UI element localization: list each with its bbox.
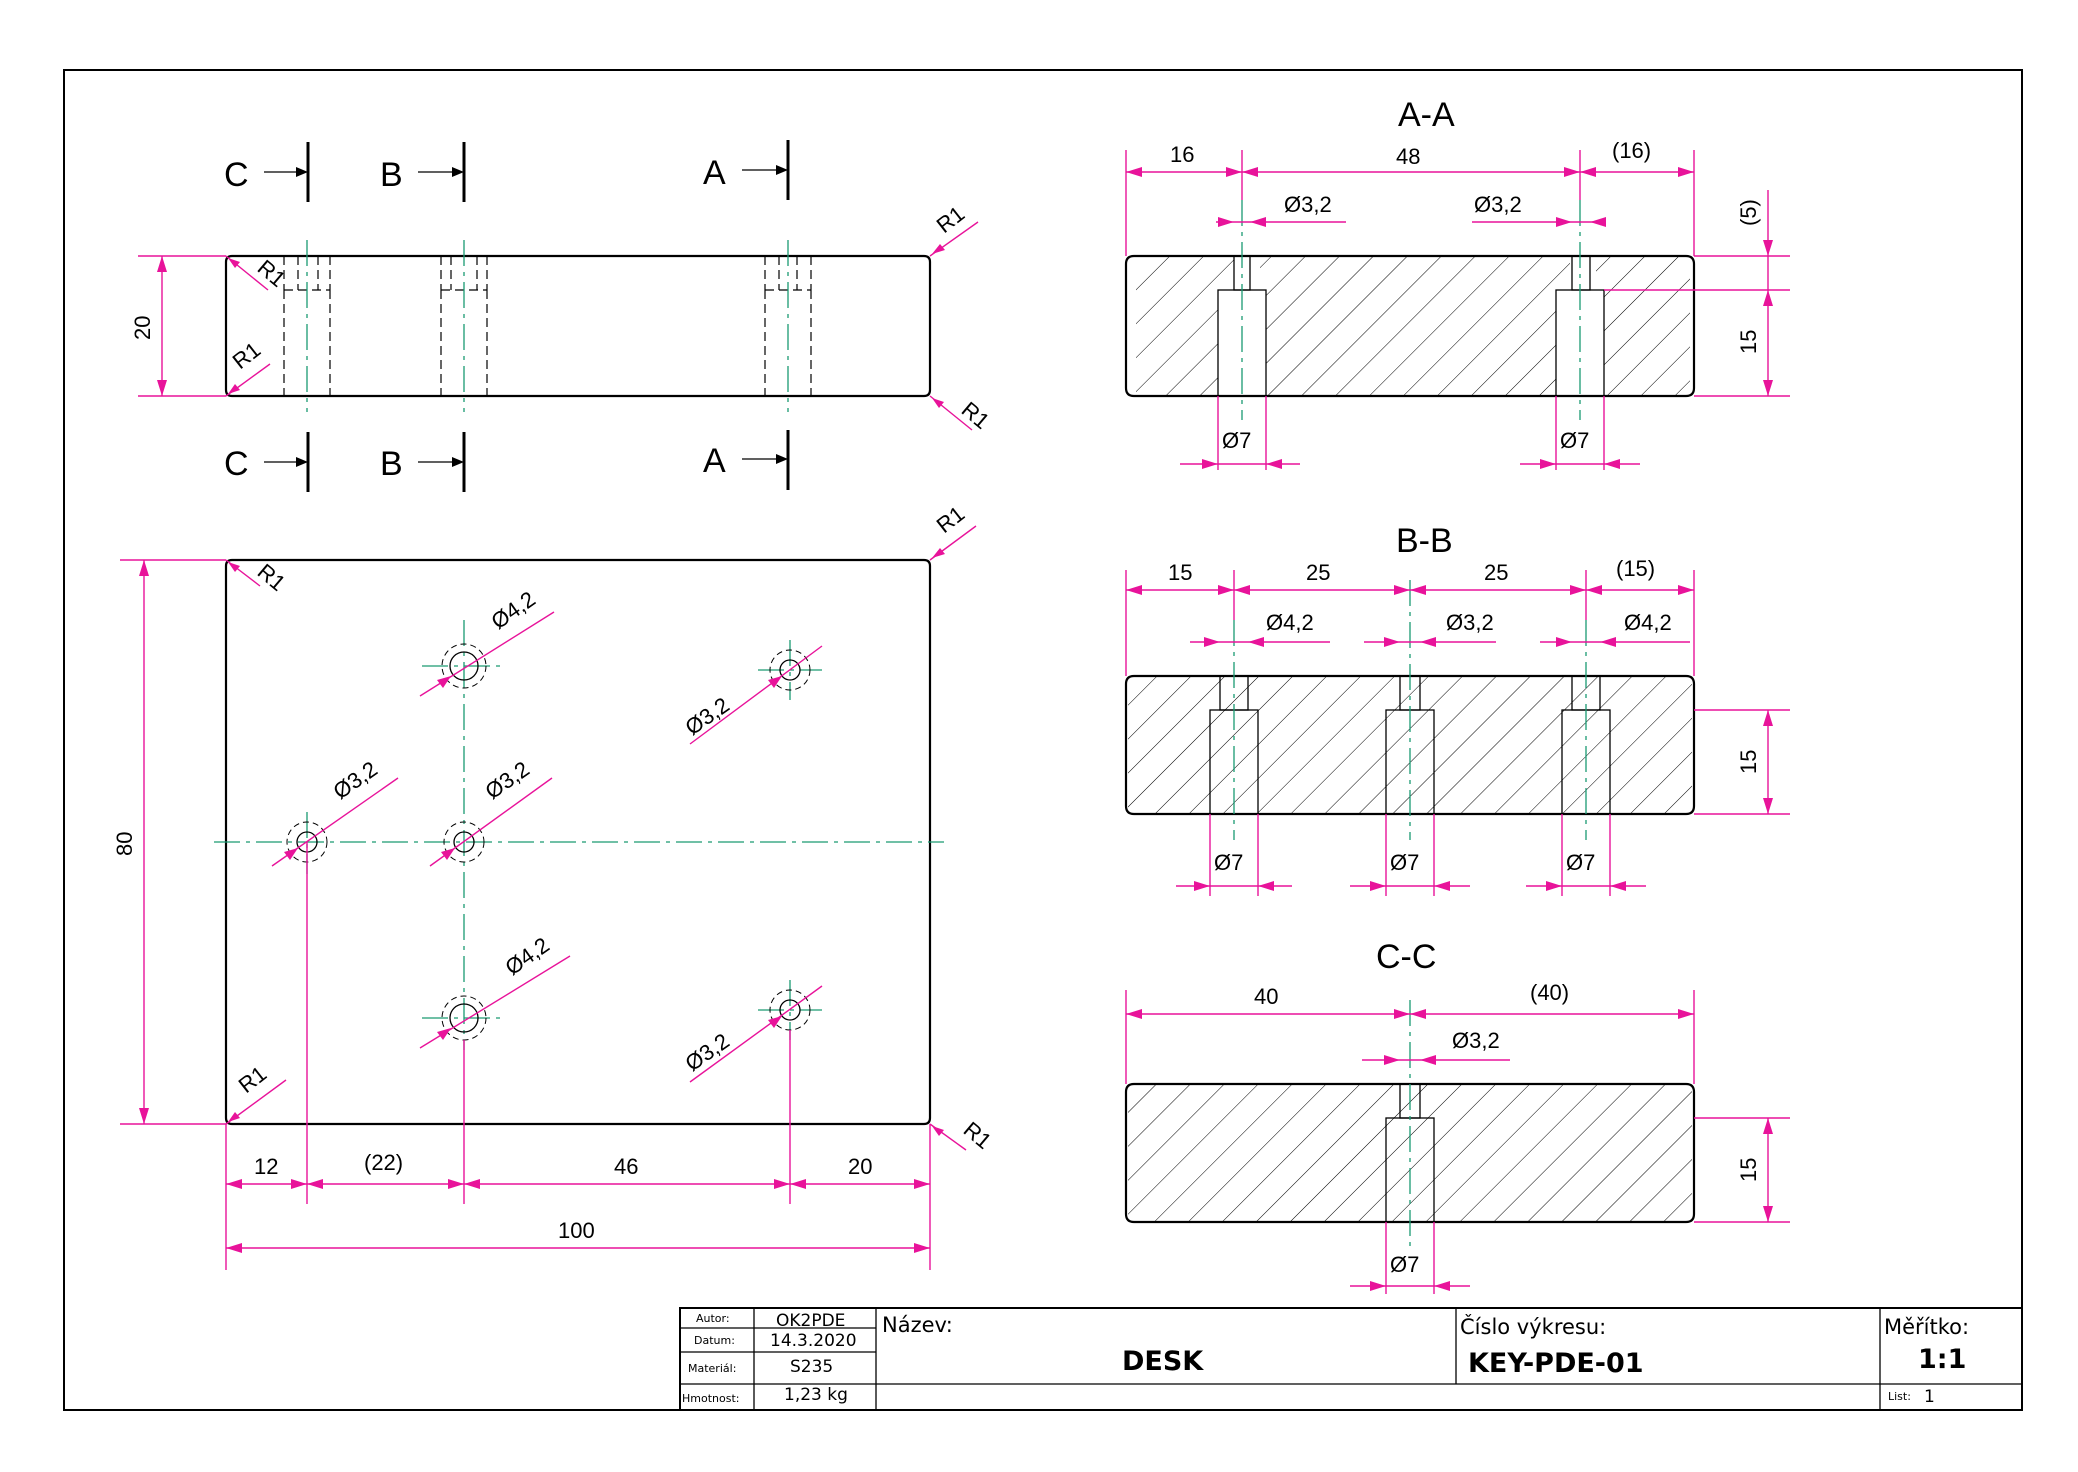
cut-marker-a-top: A — [703, 140, 790, 200]
material-label: Materiál: — [688, 1362, 736, 1375]
section-b-b-title: B-B — [1396, 522, 1453, 560]
svg-text:25: 25 — [1484, 560, 1508, 585]
svg-text:Ø4,2: Ø4,2 — [1266, 610, 1314, 635]
svg-text:80: 80 — [112, 832, 137, 856]
scale-value: 1:1 — [1918, 1344, 1966, 1375]
name-label: Název: — [882, 1313, 953, 1337]
svg-text:Ø7: Ø7 — [1390, 1252, 1419, 1277]
svg-text:25: 25 — [1306, 560, 1330, 585]
dim-cc: 40 (40) Ø3,2 15 Ø7 — [1125, 980, 1790, 1294]
svg-text:Ø7: Ø7 — [1214, 850, 1243, 875]
svg-text:R1: R1 — [234, 1061, 272, 1098]
svg-text:15: 15 — [1168, 560, 1192, 585]
svg-text:(5): (5) — [1736, 199, 1761, 226]
svg-text:15: 15 — [1736, 330, 1761, 354]
radius-callouts-top: R1 R1 R1 R1 — [225, 201, 995, 434]
svg-text:12: 12 — [254, 1154, 278, 1179]
svg-text:15: 15 — [1736, 750, 1761, 774]
svg-text:Ø3,2: Ø3,2 — [1284, 192, 1332, 217]
svg-text:48: 48 — [1396, 144, 1420, 169]
top-view: C B A C B A — [130, 140, 994, 492]
hole-callouts: Ø3,2 Ø3,2 Ø4,2 Ø4,2 Ø3,2 Ø3,2 — [271, 586, 823, 1083]
section-b-b: B-B 15 25 25 (15) — [1124, 522, 1790, 896]
drawing-no-value: KEY-PDE-01 — [1468, 1348, 1644, 1379]
sheet-value: 1 — [1924, 1387, 1935, 1407]
scale-label: Měřítko: — [1884, 1315, 1969, 1339]
section-a-a: A-A 16 48 (16) — [1124, 96, 1790, 470]
svg-text:Ø7: Ø7 — [1560, 428, 1589, 453]
svg-text:Ø7: Ø7 — [1390, 850, 1419, 875]
svg-text:15: 15 — [1736, 1158, 1761, 1182]
cut-marker-a-bottom: A — [703, 430, 790, 490]
dim-top-height: 20 — [130, 255, 226, 397]
svg-text:A: A — [703, 442, 726, 480]
cut-marker-c-bottom: C — [224, 432, 310, 492]
hole-b-top — [441, 643, 487, 689]
author-value: OK2PDE — [776, 1311, 845, 1331]
svg-text:(15): (15) — [1616, 556, 1655, 581]
dim-bb: 15 25 25 (15) 15 Ø4,2 Ø3,2 Ø4,2 — [1125, 556, 1790, 896]
drawing-no-label: Číslo výkresu: — [1460, 1314, 1606, 1339]
svg-text:B: B — [380, 156, 403, 194]
svg-text:Ø3,2: Ø3,2 — [1474, 192, 1522, 217]
hole-b-mid — [443, 821, 485, 863]
svg-text:C: C — [224, 445, 249, 483]
hidden-hole-b — [440, 256, 488, 396]
material-value: S235 — [790, 1357, 833, 1377]
cut-marker-b-bottom: B — [380, 432, 466, 492]
section-a-a-title: A-A — [1398, 96, 1455, 134]
svg-text:Ø3,2: Ø3,2 — [1446, 610, 1494, 635]
dim-plan-height: 80 — [112, 559, 226, 1125]
plan-view: Ø3,2 Ø3,2 Ø4,2 Ø4,2 Ø3,2 Ø3,2 R1 R1 R1 R… — [112, 501, 996, 1270]
sheet-label: List: — [1888, 1390, 1911, 1403]
drawing-frame — [63, 69, 2023, 1411]
name-value: DESK — [1122, 1346, 1204, 1377]
dim-plan-horizontal: 12 (22) 46 20 100 — [225, 842, 931, 1270]
svg-text:(16): (16) — [1612, 138, 1651, 163]
section-c-c-title: C-C — [1376, 938, 1436, 976]
date-label: Datum: — [694, 1334, 735, 1347]
svg-text:B: B — [380, 445, 403, 483]
dim-aa: 16 48 (16) (5) 15 Ø3,2 Ø3,2 Ø7 — [1125, 138, 1790, 470]
svg-text:A: A — [703, 154, 726, 192]
author-label: Autor: — [696, 1312, 730, 1325]
svg-text:Ø3,2: Ø3,2 — [681, 692, 734, 740]
date-value: 14.3.2020 — [770, 1331, 857, 1351]
svg-text:Ø7: Ø7 — [1566, 850, 1595, 875]
cut-marker-b-top: B — [380, 142, 466, 202]
weight-value: 1,23 kg — [784, 1385, 848, 1405]
svg-text:Ø7: Ø7 — [1222, 428, 1251, 453]
title-block: Autor: OK2PDE Datum: 14.3.2020 Materiál:… — [679, 1307, 2023, 1411]
svg-text:20: 20 — [848, 1154, 872, 1179]
svg-text:Ø4,2: Ø4,2 — [1624, 610, 1672, 635]
section-c-c: C-C 40 (40) Ø3,2 15 — [1124, 938, 1790, 1294]
svg-text:16: 16 — [1170, 142, 1194, 167]
svg-text:40: 40 — [1254, 984, 1278, 1009]
svg-text:100: 100 — [558, 1218, 595, 1243]
radius-callouts-plan: R1 R1 R1 R1 — [225, 501, 996, 1154]
svg-text:R1: R1 — [253, 255, 291, 292]
svg-text:46: 46 — [614, 1154, 638, 1179]
svg-text:Ø3,2: Ø3,2 — [329, 756, 382, 804]
svg-text:R1: R1 — [957, 397, 995, 434]
svg-text:R1: R1 — [932, 501, 970, 538]
svg-text:R1: R1 — [253, 559, 291, 596]
weight-label: Hmotnost: — [682, 1392, 739, 1405]
svg-text:(40): (40) — [1530, 980, 1569, 1005]
svg-text:Ø4,2: Ø4,2 — [501, 932, 554, 980]
svg-text:Ø4,2: Ø4,2 — [487, 586, 540, 634]
svg-text:C: C — [224, 156, 249, 194]
svg-text:(22): (22) — [364, 1150, 403, 1175]
cut-marker-c-top: C — [224, 142, 310, 202]
svg-text:R1: R1 — [228, 337, 266, 374]
svg-text:Ø3,2: Ø3,2 — [1452, 1028, 1500, 1053]
hole-a-top — [769, 649, 811, 691]
svg-text:20: 20 — [130, 316, 155, 340]
